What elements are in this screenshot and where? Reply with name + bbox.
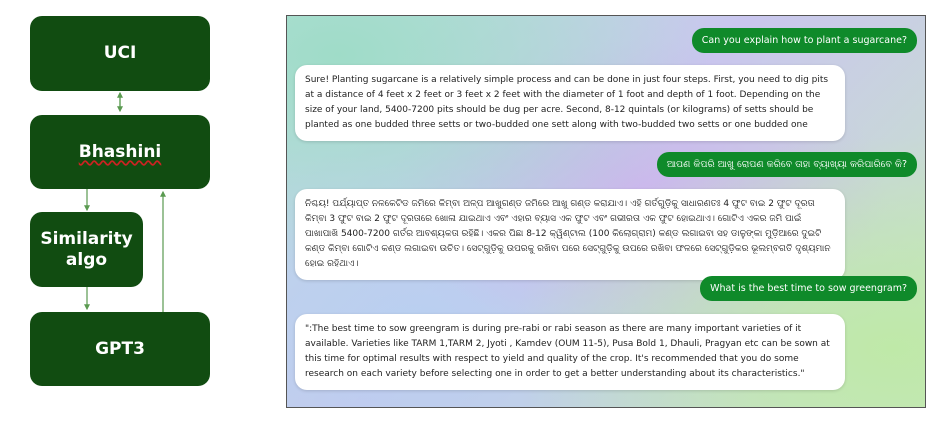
bot-message: ନିଶ୍ଚୟ! ପର୍ଯ୍ୟାପ୍ତ ନଳକେଟିଡ ଜମିରେ କିମ୍ବା … — [295, 189, 845, 280]
similarity-algo-box: Similarity algo — [30, 212, 143, 287]
user-message: Can you explain how to plant a sugarcane… — [691, 28, 917, 53]
gpt3-box: GPT3 — [30, 312, 210, 386]
user-message: What is the best time to sow greengram? — [700, 276, 917, 301]
similarity-algo-label: Similarity algo — [40, 229, 133, 270]
user-message: ଆପଣ କିପରି ଆଖୁ ରୋପଣ କରିବେ ତାହା ବ୍ୟାଖ୍ୟା କ… — [656, 152, 917, 177]
bhashini-box: Bhashini — [30, 115, 210, 189]
gpt3-label: GPT3 — [95, 338, 145, 359]
uci-box: UCI — [30, 16, 210, 91]
chat-window: Can you explain how to plant a sugarcane… — [286, 15, 926, 408]
flow-arrows — [84, 91, 166, 312]
bot-message: Sure! Planting sugarcane is a relatively… — [295, 65, 845, 141]
uci-label: UCI — [103, 43, 137, 64]
bot-message: ":The best time to sow greengram is duri… — [295, 314, 845, 390]
bhashini-label: Bhashini — [78, 141, 162, 162]
